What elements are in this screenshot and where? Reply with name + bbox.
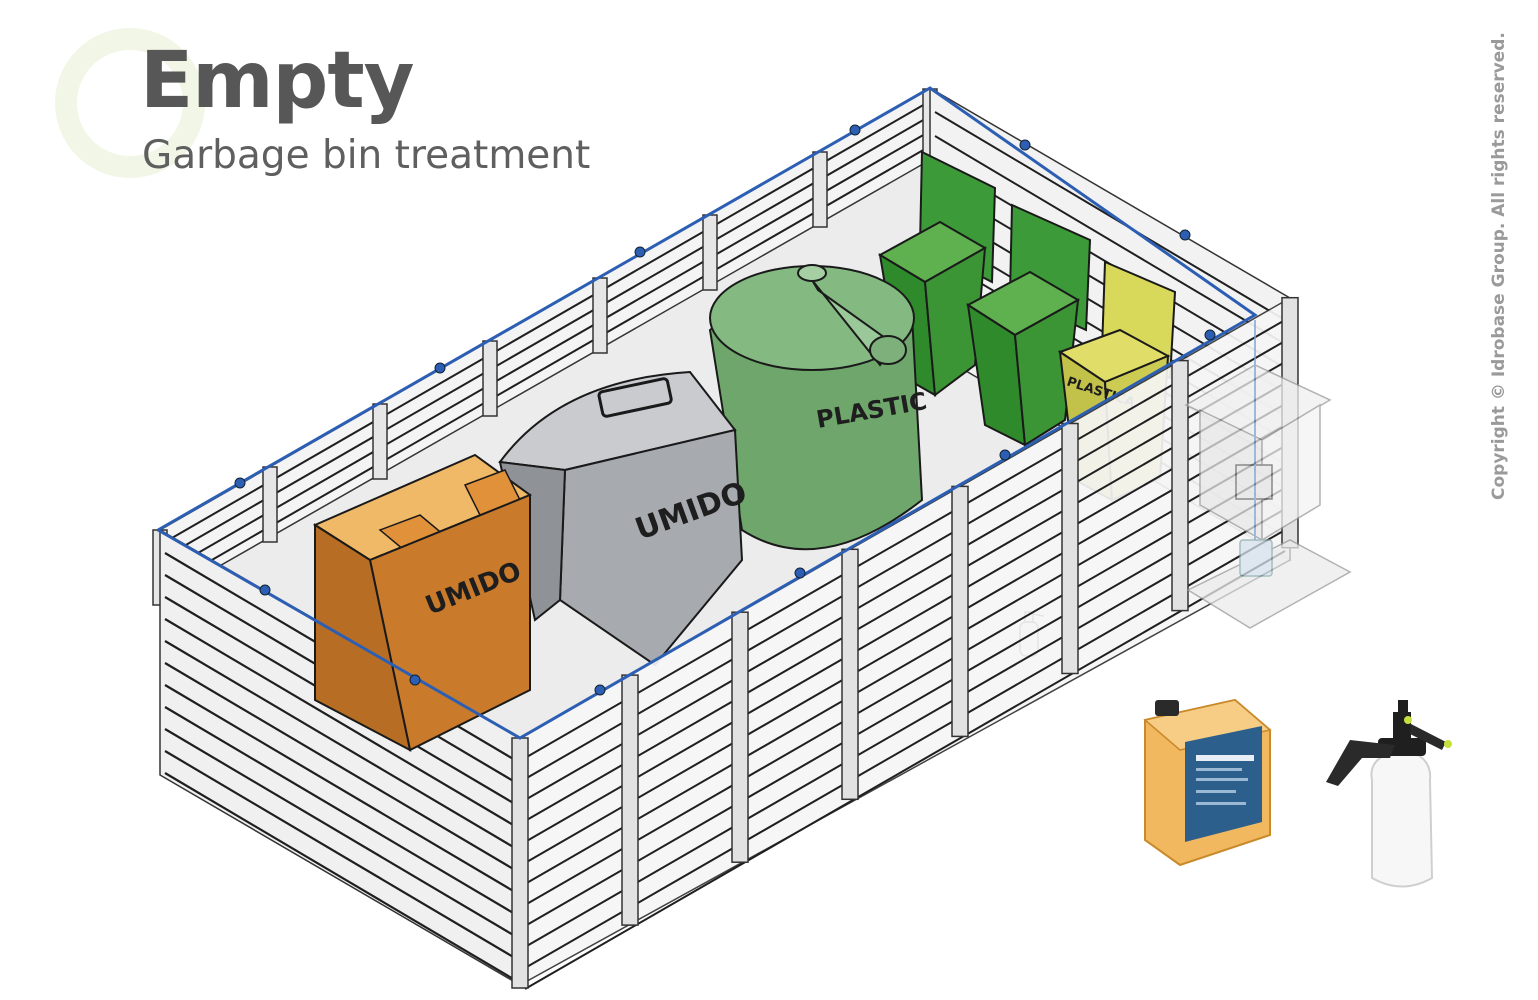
dosing-unit-cabinet — [1184, 320, 1352, 629]
spray-nozzle — [409, 674, 421, 686]
fence-post — [951, 485, 969, 738]
spray-nozzle — [434, 362, 446, 374]
fence-slat — [164, 772, 516, 981]
spray-nozzles — [234, 124, 1216, 696]
fence-slat — [524, 319, 1286, 759]
spray-nozzle — [1204, 329, 1216, 341]
fence-slat — [164, 103, 926, 543]
orange-bin: UMIDO — [312, 453, 533, 752]
spray-nozzle — [234, 477, 246, 489]
fence-slat — [524, 361, 1286, 801]
fence-slat — [164, 662, 516, 871]
fence-post — [1061, 422, 1079, 675]
fence-post — [731, 611, 749, 863]
spray-nozzle — [849, 124, 861, 136]
pump-sprayer — [1326, 700, 1452, 888]
fence-post — [592, 277, 608, 354]
fence-slat — [524, 550, 1286, 990]
spray-nozzle — [1019, 139, 1031, 151]
page-subtitle: Garbage bin treatment — [142, 133, 591, 178]
spray-pipe-rail — [157, 86, 1258, 740]
fence-slat — [524, 487, 1286, 927]
spray-nozzle — [1179, 229, 1191, 241]
fence-slat — [164, 148, 926, 588]
fence-post — [621, 674, 639, 926]
spray-nozzle — [634, 246, 646, 258]
fence-slat — [164, 118, 926, 558]
spray-nozzle — [999, 449, 1011, 461]
fence-post — [841, 548, 859, 801]
fence-slat — [524, 340, 1286, 780]
fence-slat — [164, 133, 926, 573]
fence-post — [1171, 359, 1189, 612]
grey-bin: UMIDO — [498, 370, 752, 667]
fence-slat — [524, 424, 1286, 864]
fence-slat — [524, 403, 1286, 843]
spray-nozzle — [259, 584, 271, 596]
fence-post — [511, 737, 529, 989]
fence-post — [702, 214, 718, 291]
fence-slat — [164, 706, 516, 915]
fence-post — [262, 466, 278, 543]
fence-slat — [164, 750, 516, 959]
fence-slat — [934, 111, 1286, 321]
fence-slat — [164, 640, 516, 849]
fence-slat — [524, 445, 1286, 885]
fence-slat — [164, 684, 516, 893]
fence-post — [372, 403, 388, 480]
fence-post — [812, 151, 828, 228]
spray-nozzle — [794, 567, 806, 579]
fence-slat — [524, 466, 1286, 906]
fence-post — [482, 340, 498, 417]
page-title: Empty — [140, 36, 415, 126]
fence-slat — [164, 618, 516, 827]
detergent-jerrycan — [1143, 698, 1272, 867]
fence-slat — [524, 529, 1286, 969]
green-bin-2 — [966, 203, 1092, 447]
fence-slat — [524, 508, 1286, 948]
green-bell-bin: PLASTIC — [708, 264, 929, 551]
fence-slat — [524, 382, 1286, 822]
spray-nozzle — [594, 684, 606, 696]
fence-slat — [934, 135, 1286, 345]
fence-slat — [164, 728, 516, 937]
